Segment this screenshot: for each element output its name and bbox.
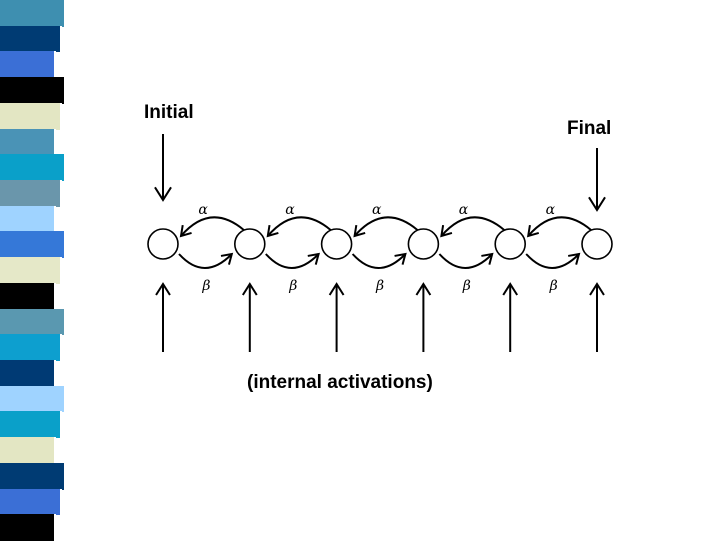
alpha-arrowhead	[440, 224, 453, 238]
strip-edge	[60, 334, 62, 361]
alpha-label: α	[285, 202, 295, 218]
strip-segment	[0, 385, 64, 413]
strip-edge	[64, 154, 66, 181]
internal-activations-label: (internal activations)	[247, 372, 433, 393]
strip-segment	[0, 51, 54, 79]
strip-edge	[60, 411, 62, 439]
strip-segment	[0, 308, 64, 336]
strip-edge	[60, 257, 62, 284]
strip-edge	[64, 462, 66, 490]
beta-connection	[525, 253, 580, 269]
strip-segment	[0, 360, 54, 387]
input-arrowhead	[241, 282, 258, 296]
beta-connection	[438, 253, 493, 269]
strip-edge	[60, 25, 62, 53]
strip-edge	[64, 77, 66, 104]
node-6	[581, 228, 613, 260]
beta-arrowhead	[394, 252, 407, 265]
strip-segment	[0, 0, 64, 27]
alpha-arrowhead	[353, 224, 366, 238]
node-4	[407, 228, 440, 260]
alpha-label: α	[546, 202, 556, 218]
alpha-arrowhead	[179, 224, 192, 238]
beta-label: β	[549, 278, 558, 294]
node-1	[147, 228, 179, 260]
beta-label: β	[375, 278, 384, 294]
initial-arrowhead	[154, 186, 172, 202]
alpha-arrowhead	[266, 224, 279, 238]
node-3	[320, 228, 353, 260]
strip-segment	[0, 102, 60, 130]
beta-connection	[178, 253, 233, 269]
node-2	[234, 228, 266, 260]
beta-label: β	[288, 278, 297, 294]
beta-label: β	[462, 278, 471, 294]
alpha-arrowhead	[526, 224, 540, 238]
alpha-connection	[353, 216, 419, 237]
strip-segment	[0, 257, 60, 284]
alpha-label: α	[459, 202, 469, 218]
decorative-color-strip	[0, 0, 70, 541]
strip-segment	[0, 231, 64, 259]
strip-edge	[64, 0, 66, 27]
input-arrowhead	[155, 282, 171, 296]
input-arrowhead	[415, 282, 432, 296]
strip-edge	[54, 437, 56, 464]
alpha-label: α	[372, 202, 382, 218]
final-label: Final	[567, 118, 612, 139]
strip-segment	[0, 334, 60, 361]
strip-segment	[0, 488, 60, 516]
strip-edge	[60, 102, 62, 130]
strip-edge	[54, 51, 56, 79]
strip-segment	[0, 462, 64, 490]
strip-edge	[64, 308, 66, 336]
strip-segment	[0, 411, 60, 439]
strip-edge	[54, 128, 56, 156]
input-arrowhead	[328, 282, 345, 296]
beta-arrowhead	[220, 252, 234, 265]
strip-edge	[64, 385, 66, 413]
strip-segment	[0, 128, 54, 156]
strip-segment	[0, 154, 64, 181]
strip-segment	[0, 77, 64, 104]
strip-edge	[60, 488, 62, 516]
strip-segment	[0, 205, 54, 233]
strip-segment	[0, 282, 54, 310]
strip-segment	[0, 180, 60, 207]
strip-segment	[0, 514, 54, 541]
strip-segment	[0, 25, 60, 53]
beta-arrowhead	[567, 252, 581, 265]
strip-edge	[64, 231, 66, 259]
beta-connection	[265, 253, 320, 269]
beta-arrowhead	[307, 252, 320, 265]
final-arrowhead	[588, 196, 606, 212]
strip-segment	[0, 437, 54, 464]
input-arrowhead	[589, 282, 605, 296]
alpha-connection	[180, 216, 245, 237]
beta-arrowhead	[481, 252, 494, 265]
alpha-connection	[440, 216, 505, 237]
node-5	[494, 228, 527, 260]
alpha-label: α	[198, 202, 208, 218]
strip-edge	[60, 180, 62, 207]
strip-edge	[54, 205, 56, 233]
alpha-connection	[267, 216, 332, 237]
strip-edge	[54, 282, 56, 310]
beta-label: β	[201, 278, 210, 294]
initial-label: Initial	[144, 102, 194, 123]
strip-edge	[54, 514, 56, 541]
input-arrowhead	[502, 282, 519, 296]
alpha-connection	[527, 216, 592, 237]
strip-edge	[54, 360, 56, 387]
beta-connection	[351, 253, 407, 269]
